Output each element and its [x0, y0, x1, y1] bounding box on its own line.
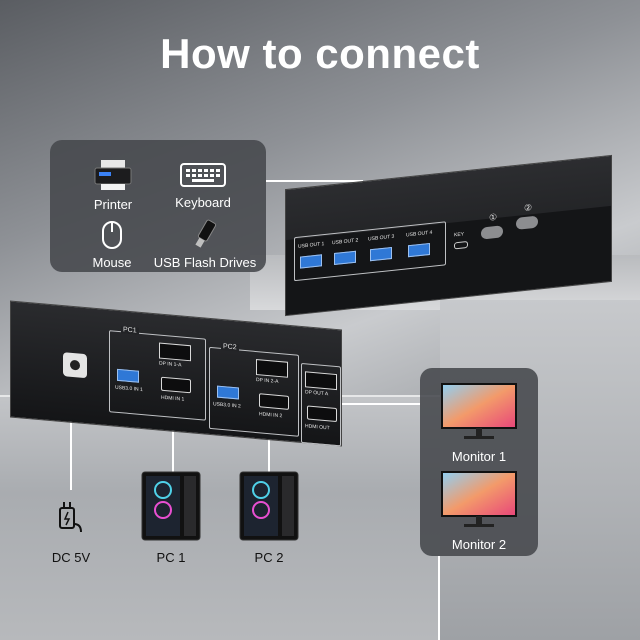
hdmi-in-1-port — [161, 377, 191, 394]
monitor-2-label: Monitor 2 — [438, 537, 520, 552]
dp-out-port — [305, 371, 337, 390]
usb-out-4-port — [408, 243, 430, 257]
dc-label: DC 5V — [46, 550, 96, 565]
button-1-label: ① — [489, 212, 497, 224]
monitors-panel: Monitor 1 Monitor 2 — [420, 368, 538, 556]
pc2-tower — [238, 470, 300, 547]
dp-in-2-port — [256, 359, 288, 378]
monitor-2: Monitor 2 — [438, 470, 520, 552]
printer-icon — [93, 158, 133, 192]
mouse-device: Mouse — [84, 220, 140, 270]
hdmi-out-port — [307, 405, 337, 422]
power-adapter-icon — [56, 500, 84, 534]
pc-tower-icon — [238, 470, 300, 542]
pc-tower-icon — [140, 470, 202, 542]
keyboard-icon — [179, 160, 227, 190]
printer-device: Printer — [88, 158, 138, 212]
usb-drive-icon — [190, 218, 220, 250]
peripheral-connector-line — [266, 180, 362, 182]
usb-out-3-port — [370, 247, 392, 261]
keyboard-label: Keyboard — [168, 195, 238, 210]
peripherals-panel: Printer Keyboard Mouse USB Flash Drives — [50, 140, 266, 272]
button-2-label: ② — [524, 202, 532, 214]
pc2-label: PC 2 — [244, 550, 294, 565]
monitor-icon — [440, 382, 518, 444]
dc-power-jack — [63, 352, 87, 378]
pc1-tag: PC1 — [121, 326, 139, 335]
mouse-label: Mouse — [84, 255, 140, 270]
dc-power-adapter — [52, 500, 88, 539]
printer-label: Printer — [88, 197, 138, 212]
page-title: How to connect — [0, 30, 640, 78]
monitor-1-label: Monitor 1 — [438, 449, 520, 464]
pc2-tag: PC2 — [221, 343, 239, 352]
usb-out-1-port — [300, 254, 322, 268]
usb-drive-label: USB Flash Drives — [150, 255, 260, 270]
usb-drive-device: USB Flash Drives — [150, 218, 260, 270]
mouse-icon — [101, 220, 123, 250]
monitor-icon — [440, 470, 518, 532]
monitor-cable-line — [438, 556, 440, 640]
dp-in-1-port — [159, 343, 191, 362]
usb3-in-1-port — [117, 369, 139, 383]
hdmi-in-2-port — [259, 393, 289, 410]
monitor-1: Monitor 1 — [438, 382, 520, 464]
key-label: KEY — [454, 231, 464, 238]
pc1-label: PC 1 — [146, 550, 196, 565]
monitor-connector-line — [330, 403, 420, 405]
usb3-in-2-port — [217, 386, 239, 400]
keyboard-device: Keyboard — [168, 160, 238, 210]
pc1-tower — [140, 470, 202, 547]
usb-out-2-port — [334, 251, 356, 265]
